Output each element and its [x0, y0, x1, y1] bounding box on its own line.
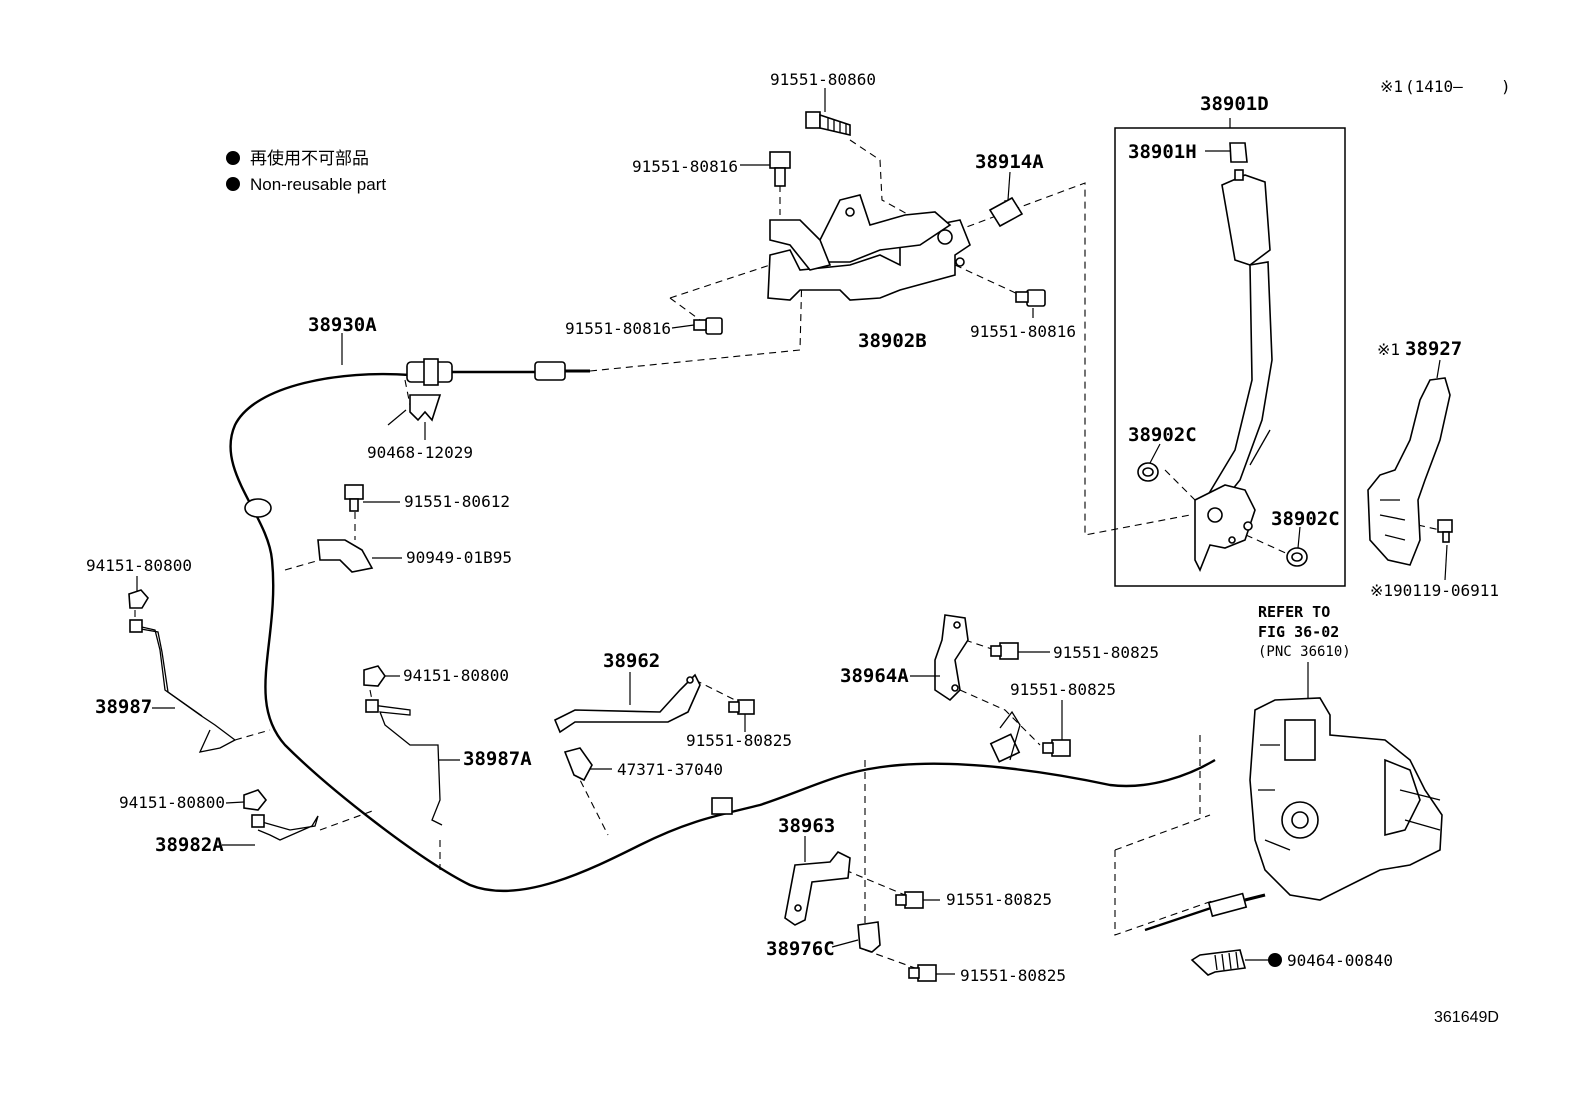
- cover-38927: [1367, 377, 1451, 566]
- label-38927[interactable]: 38927: [1405, 338, 1462, 360]
- clip-90468-12029-icon: [409, 394, 442, 422]
- bolt-91551-80825-icon: [1042, 739, 1071, 757]
- bolt-91551-80825-icon: [990, 642, 1019, 660]
- non-reusable-dot-icon: [226, 177, 240, 191]
- label-38901D[interactable]: 38901D: [1200, 93, 1269, 115]
- image-code: 361649D: [1434, 1009, 1499, 1026]
- label-38963[interactable]: 38963: [778, 815, 835, 837]
- clip-47371-37040-icon: [563, 747, 593, 782]
- label-38982A[interactable]: 38982A: [155, 834, 224, 856]
- assembly-lines: [134, 139, 1441, 969]
- non-reusable-dot-icon: [226, 151, 240, 165]
- legend-jp: 再使用不可部品: [250, 148, 369, 168]
- bolt-91551-80816-icon: [1015, 289, 1046, 307]
- footnote: ※1 (1410– ): [1380, 77, 1511, 96]
- actuator-assembly: [1249, 697, 1443, 901]
- screw-190119-06911-icon: [1437, 519, 1453, 543]
- bushing-38902C-icon: [1137, 462, 1159, 482]
- bolt-91551-80612-icon: [344, 484, 364, 512]
- bracket-38902B: [767, 194, 971, 301]
- refer-note: REFER TO FIG 36-02 (PNC 36610): [1258, 603, 1351, 660]
- label-38976C[interactable]: 38976C: [766, 938, 835, 960]
- label-38902C[interactable]: 38902C: [1128, 424, 1197, 446]
- footnote-range-start: (1410–: [1405, 77, 1463, 96]
- label-38902B[interactable]: 38902B: [858, 330, 927, 352]
- label-91551-80825[interactable]: 91551-80825: [946, 890, 1052, 909]
- legend-en: Non-reusable part: [250, 175, 386, 194]
- label-90468-12029[interactable]: 90468-12029: [367, 443, 473, 462]
- cap-38901H-icon: [1229, 142, 1248, 163]
- lever-38901D: [1194, 169, 1273, 572]
- label-38914A[interactable]: 38914A: [975, 151, 1044, 173]
- bolt-91551-80860-icon: [805, 111, 851, 137]
- label-38964A[interactable]: 38964A: [840, 665, 909, 687]
- leader-lines: [136, 88, 1448, 975]
- label-38987[interactable]: 38987: [95, 696, 152, 718]
- refer-line-1: REFER TO: [1258, 603, 1330, 621]
- label-38927-mark: ※1: [1377, 340, 1400, 359]
- label-190119-06911[interactable]: ※190119-06911: [1370, 581, 1499, 600]
- footnote-mark: ※1: [1380, 77, 1403, 96]
- label-91551-80612[interactable]: 91551-80612: [404, 492, 510, 511]
- legend: 再使用不可部品 Non-reusable part: [226, 148, 386, 194]
- bolt-91551-80825-icon: [908, 964, 937, 982]
- label-38901H[interactable]: 38901H: [1128, 141, 1197, 163]
- collar-38914A-icon: [988, 196, 1024, 228]
- non-reusable-dot-icon: [1268, 953, 1282, 967]
- label-91551-80825[interactable]: 91551-80825: [1010, 680, 1116, 699]
- actuator-cable: [1144, 892, 1266, 932]
- label-94151-80800[interactable]: 94151-80800: [86, 556, 192, 575]
- label-91551-80816[interactable]: 91551-80816: [632, 157, 738, 176]
- spring-38987A-icon: [365, 699, 443, 826]
- label-91551-80825[interactable]: 91551-80825: [1053, 643, 1159, 662]
- refer-line-3: (PNC 36610): [1258, 644, 1351, 660]
- bracket-90949-01B95-icon: [317, 539, 374, 573]
- bracket-38963: [784, 850, 851, 926]
- label-91551-80825[interactable]: 91551-80825: [686, 731, 792, 750]
- bolt-91551-80825-icon: [728, 699, 755, 715]
- bracket-38976C: [857, 921, 881, 953]
- part-labels: 91551-80860 91551-80816 38914A 91551-808…: [86, 70, 1499, 985]
- label-91551-80860[interactable]: 91551-80860: [770, 70, 876, 89]
- bolt-91551-80816-icon: [693, 317, 723, 335]
- label-47371-37040[interactable]: 47371-37040: [617, 760, 723, 779]
- clamp-90464-00840-icon: [1190, 949, 1247, 976]
- label-94151-80800[interactable]: 94151-80800: [119, 793, 225, 812]
- label-38987A[interactable]: 38987A: [463, 748, 532, 770]
- label-38930A[interactable]: 38930A: [308, 314, 377, 336]
- label-90464-00840[interactable]: 90464-00840: [1287, 951, 1393, 970]
- label-90949-01B95[interactable]: 90949-01B95: [406, 548, 512, 567]
- bolt-91551-80825-icon: [895, 891, 924, 909]
- footnote-range-end: ): [1501, 77, 1511, 96]
- label-38962[interactable]: 38962: [603, 650, 660, 672]
- nut-94151-80800-icon: [128, 589, 149, 609]
- spring-38987-icon: [129, 619, 237, 753]
- nut-94151-80800-icon: [363, 665, 386, 687]
- label-38902C[interactable]: 38902C: [1271, 508, 1340, 530]
- label-91551-80816[interactable]: 91551-80816: [970, 322, 1076, 341]
- bracket-38962: [553, 673, 701, 734]
- bolt-91551-80816-icon: [769, 151, 791, 187]
- nut-94151-80800-icon: [243, 789, 268, 811]
- refer-line-2[interactable]: FIG 36-02: [1258, 623, 1339, 641]
- label-91551-80825[interactable]: 91551-80825: [960, 966, 1066, 985]
- spring-38982A-icon: [251, 814, 319, 841]
- bushing-38902C-icon: [1286, 547, 1308, 567]
- parking-brake-cable: [229, 358, 1216, 893]
- label-94151-80800[interactable]: 94151-80800: [403, 666, 509, 685]
- label-91551-80816[interactable]: 91551-80816: [565, 319, 671, 338]
- bracket-38964A: [934, 614, 969, 702]
